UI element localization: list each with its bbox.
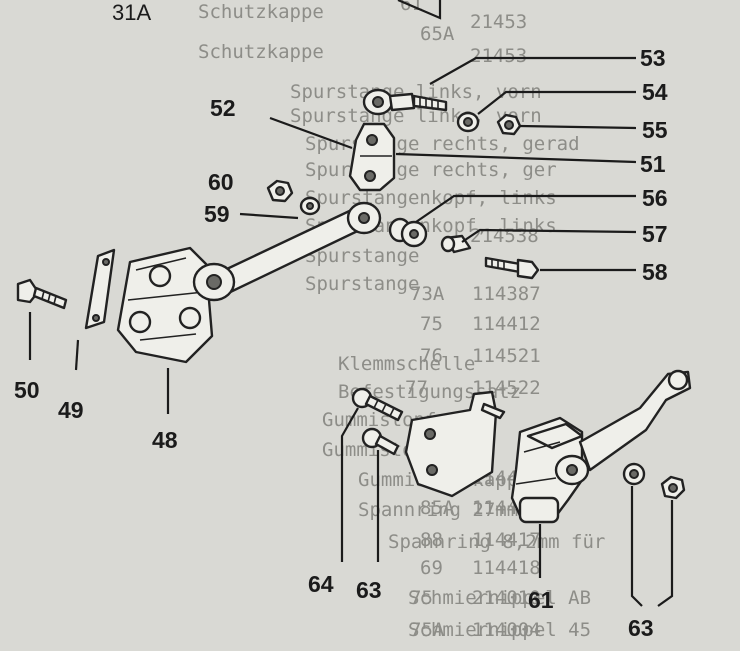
callout-63-right: 63 [628, 615, 654, 641]
background-text: Spurstange rechts, ger [305, 159, 557, 181]
callout-55: 55 [642, 117, 668, 143]
background-text: 21453 [470, 45, 527, 67]
background-text: 114418 [472, 557, 541, 579]
part-61-steering-box [510, 369, 692, 524]
callout-53: 53 [640, 45, 666, 71]
callout-54: 54 [642, 79, 668, 105]
part-63-nut [660, 475, 686, 500]
callout-63-center: 63 [356, 577, 382, 603]
part-55-nut [496, 113, 522, 136]
background-text: Spurstange rechts, gerad [305, 133, 580, 155]
background-text: 65A [420, 23, 455, 45]
background-text: Schmiernippel 45 [408, 619, 591, 641]
background-text: Schutzkappe [198, 41, 324, 63]
background-text: 77 [405, 377, 428, 399]
leader-49 [74, 339, 80, 371]
background-text: 85A [420, 497, 455, 519]
part-63-washer [622, 462, 646, 486]
background-text: 69 [420, 557, 443, 579]
background-text: Spurstangenkopf, links [305, 187, 557, 209]
background-text: Spannring 8,2mm für [388, 531, 605, 553]
leader-57 [461, 228, 637, 243]
part-60-nut [266, 179, 294, 203]
background-text: Spurstange [305, 273, 419, 295]
background-text: 21453 [470, 11, 527, 33]
background-text: Klemmschelle [338, 353, 475, 375]
part-51-clamp [348, 122, 396, 192]
leader-59 [239, 212, 299, 220]
part-64-bolt [351, 387, 404, 422]
callout-50: 50 [14, 377, 40, 403]
leader-63b-right [657, 500, 674, 607]
leader-63b-left [630, 486, 643, 607]
callout-51: 51 [640, 151, 666, 177]
background-text: 114004 [472, 619, 541, 641]
callout-49: 49 [58, 397, 84, 423]
background-text: Spannring 27mm für [358, 499, 564, 521]
background-text: 75 [410, 587, 433, 609]
callout-56: 56 [642, 185, 668, 211]
callout-64: 64 [308, 571, 334, 597]
part-mounting-bracket [404, 390, 506, 498]
leader-54 [477, 90, 636, 115]
leader-64 [340, 407, 359, 562]
background-text: 214538 [470, 225, 539, 247]
background-text: Spurstange [305, 245, 419, 267]
background-text: 76 [420, 345, 443, 367]
part-56-bush [388, 217, 428, 248]
callout-numbers: 53 54 55 52 51 60 56 59 57 58 50 49 48 6… [14, 45, 668, 641]
part-58-bolt [484, 256, 540, 280]
leader-53 [429, 56, 636, 85]
callout-57: 57 [642, 221, 668, 247]
part-50-bolt [16, 278, 68, 310]
background-text: 114521 [472, 345, 541, 367]
leader-lines [28, 56, 674, 607]
callout-52: 52 [210, 95, 236, 121]
background-text: 214010 [472, 587, 541, 609]
part-63-bolt [361, 427, 400, 456]
part-49-gasket [84, 248, 116, 330]
background-text: 73A [410, 283, 445, 305]
page-title: 31A [112, 0, 151, 25]
background-text: 114387 [472, 283, 541, 305]
background-text: 75A [410, 619, 445, 641]
background-text: Schutzkappe [198, 1, 324, 23]
callout-61: 61 [528, 587, 554, 613]
leader-51 [395, 152, 637, 164]
background-text: 88 [420, 529, 443, 551]
background-text: 114417 [472, 529, 541, 551]
part-54-washer [456, 111, 480, 133]
part-59-washer [299, 196, 321, 216]
top-frame-line [397, 0, 442, 20]
part-53-ball-joint [362, 88, 448, 116]
callout-48: 48 [152, 427, 178, 453]
callout-58: 58 [642, 259, 668, 285]
leader-56 [415, 194, 636, 223]
callout-60: 60 [208, 169, 234, 195]
leader-55 [519, 124, 637, 130]
background-text: Spurstange links, vorn [290, 81, 542, 103]
background-text: Schmiernippel AB [408, 587, 591, 609]
part-48-relay-lever [116, 201, 382, 364]
callout-59: 59 [204, 201, 230, 227]
background-text: 75 [420, 313, 443, 335]
leader-52 [269, 116, 353, 150]
background-text: 114412 [472, 313, 541, 335]
